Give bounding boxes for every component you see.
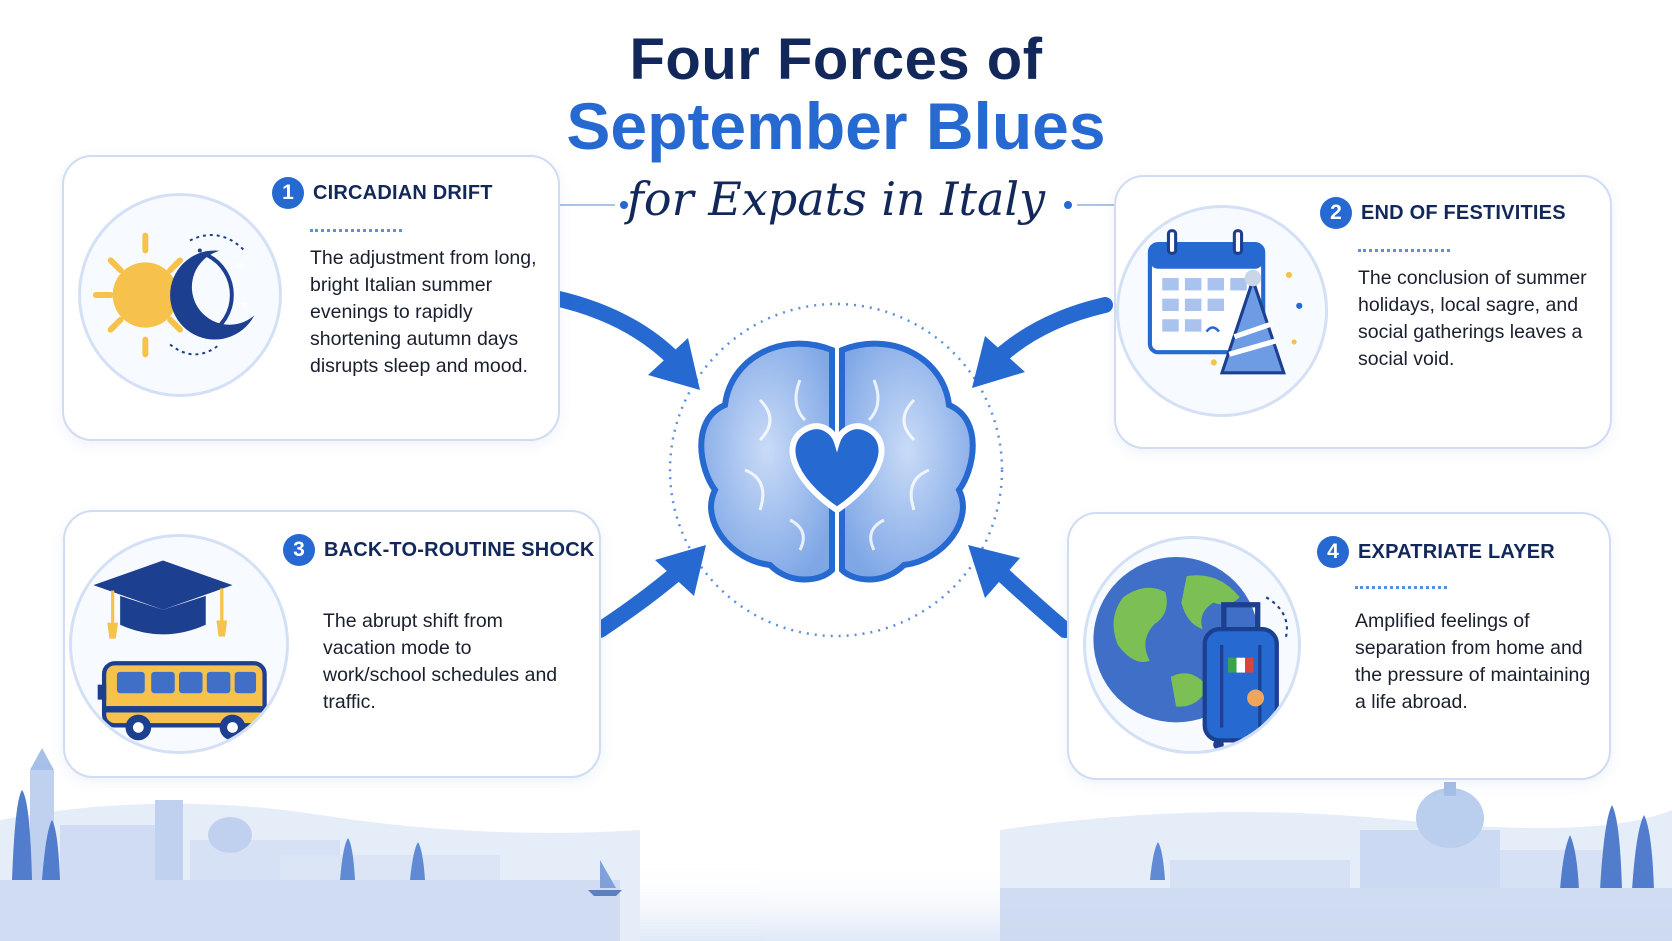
dotted-divider xyxy=(310,229,402,232)
dotted-divider xyxy=(1358,249,1450,252)
calendar-party-hat-icon xyxy=(1147,229,1303,375)
force-icon-circle xyxy=(78,193,282,397)
arrow-from-routine xyxy=(592,545,706,638)
force-header: 4 EXPATRIATE LAYER xyxy=(1317,536,1555,568)
force-number-badge: 2 xyxy=(1320,197,1352,229)
force-description: Amplified feelings of separation from ho… xyxy=(1355,610,1591,713)
force-card-expatriate-layer: 4 EXPATRIATE LAYER Amplified feelings of… xyxy=(1067,512,1611,780)
sailboat xyxy=(588,860,622,896)
globe-suitcase-icon xyxy=(1093,557,1288,750)
force-number-badge: 4 xyxy=(1317,536,1349,568)
force-title: CIRCADIAN DRIFT xyxy=(313,181,493,204)
force-header: 3 BACK-TO-ROUTINE SHOCK xyxy=(283,534,595,566)
title-line-2: September Blues xyxy=(566,89,1106,163)
title-line-1: Four Forces of xyxy=(629,27,1043,92)
brain-heart-icon xyxy=(698,340,976,583)
dotted-divider xyxy=(1355,586,1447,589)
force-number-badge: 3 xyxy=(283,534,315,566)
arrow-from-expatriate xyxy=(968,545,1073,638)
force-card-back-to-routine-shock: 3 BACK-TO-ROUTINE SHOCK The abrupt shift… xyxy=(63,510,601,778)
sun-moon-icon xyxy=(92,232,268,358)
subtitle-divider-right xyxy=(1064,201,1120,209)
force-icon-circle xyxy=(69,534,289,754)
force-title: BACK-TO-ROUTINE SHOCK xyxy=(324,538,595,561)
force-description: The conclusion of summer holidays, local… xyxy=(1358,267,1587,370)
force-header: 1 CIRCADIAN DRIFT xyxy=(272,177,493,209)
force-number-badge: 1 xyxy=(272,177,304,209)
force-icon-circle xyxy=(1083,536,1301,754)
arrow-from-festivities xyxy=(972,297,1113,388)
italian-skyline-left xyxy=(0,748,1672,941)
force-card-end-of-festivities: 2 END OF FESTIVITIES The conclusion of s… xyxy=(1114,175,1612,449)
force-icon-circle xyxy=(1116,205,1328,417)
force-description: The abrupt shift from vacation mode to w… xyxy=(323,610,558,713)
title-subtitle: for Expats in Italy xyxy=(626,172,1046,226)
force-title: EXPATRIATE LAYER xyxy=(1358,540,1555,563)
force-card-circadian-drift: 1 CIRCADIAN DRIFT The adjustment from lo… xyxy=(62,155,560,441)
italian-skyline-right xyxy=(1000,782,1672,941)
arrow-from-circadian xyxy=(547,290,700,390)
force-description: The adjustment from long, bright Italian… xyxy=(310,247,537,377)
force-header: 2 END OF FESTIVITIES xyxy=(1320,197,1566,229)
graduation-cap-school-bus-icon xyxy=(93,560,267,741)
subtitle-divider-left xyxy=(560,201,628,209)
force-title: END OF FESTIVITIES xyxy=(1361,201,1566,224)
center-dotted-ring xyxy=(668,302,1004,638)
